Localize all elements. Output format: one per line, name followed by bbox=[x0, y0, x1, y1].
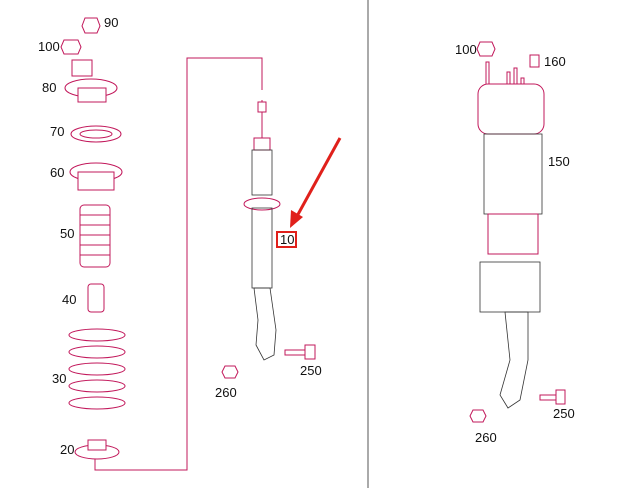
part-80-top-mount[interactable] bbox=[64, 59, 118, 103]
part-10-shock-absorber[interactable] bbox=[243, 100, 281, 361]
label-260-right: 260 bbox=[475, 430, 497, 445]
label-90: 90 bbox=[104, 15, 118, 30]
label-260-center: 260 bbox=[215, 385, 237, 400]
label-80: 80 bbox=[42, 80, 56, 95]
assembly-bracket-line bbox=[94, 57, 263, 471]
part-260-nut[interactable] bbox=[221, 365, 239, 379]
label-250-center: 250 bbox=[300, 363, 322, 378]
part-100-nut[interactable] bbox=[60, 39, 82, 55]
part-250-bolt-right[interactable] bbox=[539, 389, 566, 405]
label-60: 60 bbox=[50, 165, 64, 180]
label-20: 20 bbox=[60, 442, 74, 457]
part-250-bolt[interactable] bbox=[284, 344, 316, 360]
part-30-coil-spring[interactable] bbox=[68, 328, 126, 410]
red-arrow-icon bbox=[290, 137, 342, 228]
label-150: 150 bbox=[548, 154, 570, 169]
part-100-nut-right[interactable] bbox=[476, 41, 496, 57]
part-260-nut-right[interactable] bbox=[469, 409, 487, 423]
part-150-air-strut[interactable] bbox=[477, 61, 545, 409]
label-50: 50 bbox=[60, 226, 74, 241]
label-160: 160 bbox=[544, 54, 566, 69]
part-20-lower-seat[interactable] bbox=[74, 439, 120, 460]
label-250-right: 250 bbox=[553, 406, 575, 421]
part-60-spring-seat[interactable] bbox=[69, 162, 123, 191]
part-70-washer[interactable] bbox=[70, 125, 122, 143]
part-40-bump-stop[interactable] bbox=[87, 283, 105, 313]
highlight-box bbox=[276, 231, 297, 248]
label-40: 40 bbox=[62, 292, 76, 307]
label-10[interactable]: 10 bbox=[280, 232, 294, 247]
label-70: 70 bbox=[50, 124, 64, 139]
part-90-nut[interactable] bbox=[81, 17, 101, 34]
part-160-cap[interactable] bbox=[529, 54, 540, 68]
label-100: 100 bbox=[38, 39, 60, 54]
label-100-right: 100 bbox=[455, 42, 477, 57]
label-30: 30 bbox=[52, 371, 66, 386]
part-50-dust-boot[interactable] bbox=[79, 204, 111, 268]
